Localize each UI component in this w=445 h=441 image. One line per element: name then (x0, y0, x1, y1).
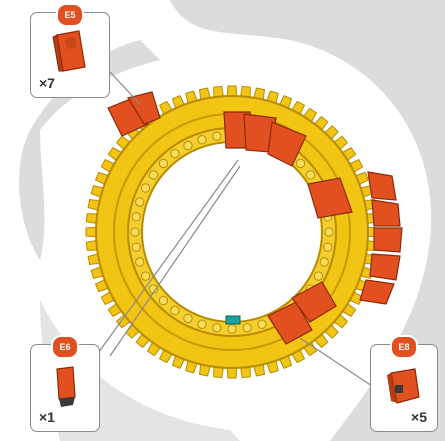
ring-hole (324, 243, 332, 251)
callout-bottom-right: E8 ×5 (370, 344, 438, 432)
ring-hole (149, 171, 157, 179)
part-number-badge: E8 (390, 335, 418, 359)
ring-hole (213, 324, 221, 332)
orange-part-right-1 (368, 172, 396, 200)
orange-wedge-part-icon (385, 363, 425, 409)
part-quantity: ×5 (411, 409, 427, 425)
ring-hole (171, 306, 179, 314)
ring-hole (306, 171, 314, 179)
orange-part-right-3 (374, 228, 402, 252)
orange-block-part-icon (51, 27, 91, 75)
ring-hole (258, 320, 266, 328)
ring-hole (159, 296, 167, 304)
callout-bottom-left: E6 ×1 (30, 344, 100, 432)
part-quantity: ×7 (39, 75, 55, 91)
ring-hole (141, 184, 149, 192)
ring-hole (131, 228, 139, 236)
gear-tooth (86, 227, 96, 237)
orange-small-part-icon (49, 363, 83, 409)
gear-tooth (227, 86, 237, 96)
ring-hole (141, 272, 149, 280)
orange-part-right-4 (370, 254, 400, 280)
part-number-badge: E6 (51, 335, 79, 359)
leader-line-bottom-right (300, 338, 378, 390)
ring-hole (184, 314, 192, 322)
callout-top-left: E5 ×7 (30, 12, 110, 98)
ring-hole (132, 213, 140, 221)
ring-hole (213, 132, 221, 140)
ring-hole (228, 325, 236, 333)
part-number-badge: E5 (56, 3, 84, 27)
part-quantity: ×1 (39, 409, 55, 425)
ring-hole (136, 258, 144, 266)
teal-part (226, 316, 240, 324)
ring-hole (184, 141, 192, 149)
ring-hole (198, 136, 206, 144)
orange-part-right-5 (360, 280, 394, 304)
gear-tooth (227, 368, 237, 378)
ring-hole (325, 228, 333, 236)
ring-hole (132, 243, 140, 251)
ring-hole (296, 159, 304, 167)
ring-hole (136, 198, 144, 206)
ring-hole (320, 258, 328, 266)
ring-hole (171, 149, 179, 157)
orange-part-right-2 (372, 200, 400, 226)
leader-line-top-left (110, 72, 140, 104)
ring-hole (198, 320, 206, 328)
ring-hole (314, 272, 322, 280)
ring-hole (159, 159, 167, 167)
ring-hole (243, 324, 251, 332)
